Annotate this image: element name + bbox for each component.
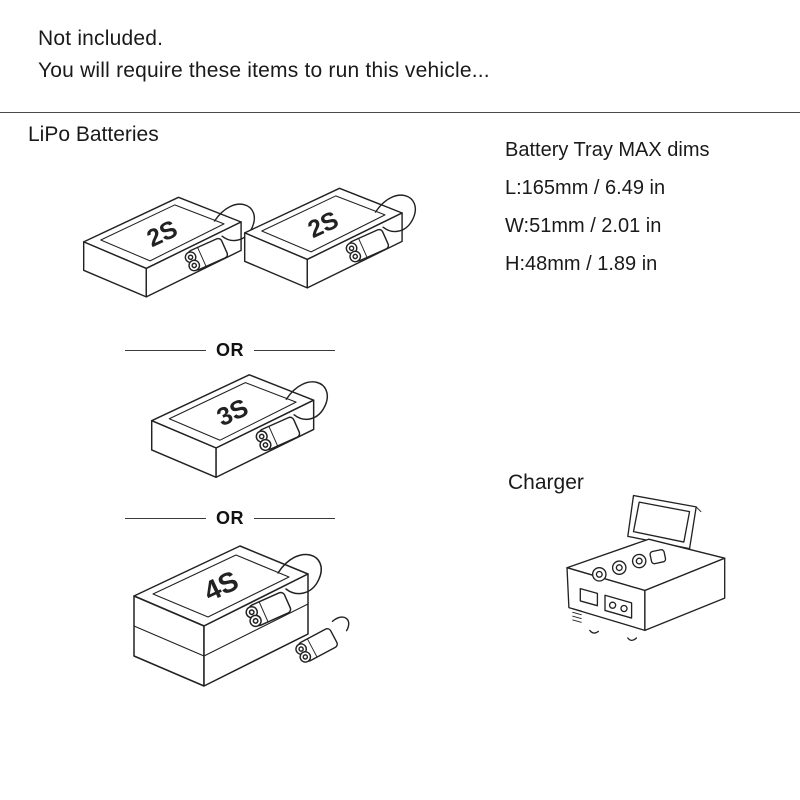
charger-ports bbox=[579, 587, 633, 619]
battery-tray-width: W:51mm / 2.01 in bbox=[505, 215, 662, 237]
connector-wire bbox=[331, 616, 350, 632]
battery-2s-first-illustration: 2S bbox=[82, 196, 255, 298]
charger-title: Charger bbox=[508, 471, 584, 494]
section-divider bbox=[0, 112, 800, 113]
battery-connector bbox=[345, 228, 390, 263]
or-divider-1: OR bbox=[125, 339, 335, 361]
charger-feet bbox=[589, 629, 638, 642]
lipo-batteries-title: LiPo Batteries bbox=[28, 123, 159, 146]
battery-tray-height: H:48mm / 1.89 in bbox=[505, 253, 658, 275]
connector-body bbox=[295, 628, 338, 663]
battery-tray-dims-title: Battery Tray MAX dims bbox=[505, 139, 710, 161]
battery-4s-illustration: 4S bbox=[133, 545, 322, 687]
battery-wire bbox=[277, 553, 322, 595]
charger-buttons bbox=[591, 549, 667, 582]
or-rule-right bbox=[254, 517, 335, 519]
or-label: OR bbox=[216, 507, 244, 528]
battery-wire bbox=[374, 194, 416, 233]
spare-connector-illustration bbox=[295, 616, 350, 663]
charger-vents bbox=[572, 608, 582, 623]
battery-connector bbox=[245, 591, 292, 628]
or-rule-left bbox=[125, 349, 206, 351]
battery-body bbox=[243, 187, 416, 289]
or-label: OR bbox=[216, 339, 244, 360]
or-rule-right bbox=[254, 349, 335, 351]
charger-screen bbox=[627, 494, 702, 553]
note-line-1: Not included. bbox=[38, 27, 164, 50]
battery-2s-second-illustration: 2S bbox=[243, 187, 416, 289]
battery-connector bbox=[255, 416, 301, 452]
battery-connector bbox=[184, 237, 229, 272]
or-divider-2: OR bbox=[125, 507, 335, 529]
battery-tray-length: L:165mm / 6.49 in bbox=[505, 177, 666, 199]
or-rule-left bbox=[125, 517, 206, 519]
battery-body bbox=[133, 545, 322, 687]
charger-illustration bbox=[566, 494, 726, 642]
battery-tray-dims: Battery Tray MAX dims L:165mm / 6.49 in … bbox=[505, 131, 710, 283]
battery-body bbox=[82, 196, 255, 298]
charger-body bbox=[566, 538, 726, 632]
battery-3s-illustration: 3S bbox=[150, 374, 328, 478]
note-line-2: You will require these items to run this… bbox=[38, 59, 490, 82]
battery-wire bbox=[213, 203, 255, 242]
battery-wire bbox=[285, 381, 328, 421]
battery-body bbox=[150, 374, 328, 478]
